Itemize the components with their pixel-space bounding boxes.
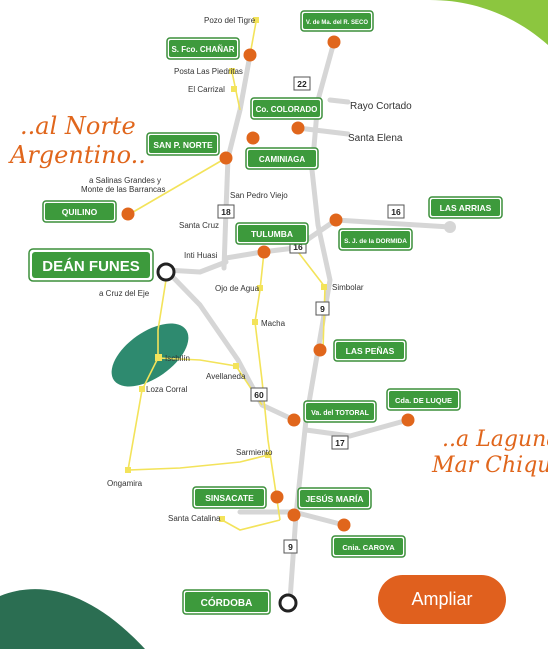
label-salinas-line2: Monte de las Barrancas	[81, 185, 166, 194]
sign-tulumba[interactable]: TULUMBA	[235, 222, 309, 245]
label-a-cruz-del-eje: a Cruz del Eje	[99, 289, 150, 298]
sign-co-colorado[interactable]: Co. COLORADO	[250, 97, 323, 120]
label-posta-las-piedritas: Posta Las Piedritas	[174, 67, 243, 76]
minor-place-markers	[125, 17, 327, 522]
svg-text:JESÚS MARÍA: JESÚS MARÍA	[305, 493, 363, 504]
route-9-south-shield: 9	[283, 539, 298, 554]
label-loza-corral: Loza Corral	[146, 385, 188, 394]
sign-las-arrias[interactable]: LAS ARRIAS	[428, 196, 503, 219]
svg-text:Va. del TOTORAL: Va. del TOTORAL	[311, 410, 369, 417]
ischilin-region	[111, 323, 189, 387]
sign-san-p-norte[interactable]: SAN P. NORTE	[146, 132, 220, 156]
svg-text:S. Fco. CHAÑAR: S. Fco. CHAÑAR	[171, 45, 234, 54]
town-markers	[121, 35, 415, 532]
svg-text:SAN P. NORTE: SAN P. NORTE	[153, 140, 213, 150]
sign-s-j-de-la-dormida[interactable]: S. J. de la DORMIDA	[338, 228, 413, 251]
label-sarmiento: Sarmiento	[236, 448, 273, 457]
svg-text:9: 9	[288, 542, 293, 552]
svg-text:TULUMBA: TULUMBA	[251, 229, 293, 239]
route-60-shield: 60	[250, 387, 268, 402]
label-pozo-del-tigre: Pozo del Tigre	[204, 16, 256, 25]
route-16-east-shield: 16	[387, 204, 405, 219]
sign-v-de-ma-del-r-seco[interactable]: V. de Ma. del R. SECO	[300, 10, 374, 32]
svg-text:LAS PEÑAS: LAS PEÑAS	[346, 346, 395, 356]
svg-text:18: 18	[221, 207, 231, 217]
sign-sinsacate[interactable]: SINSACATE	[192, 486, 267, 509]
label-santa-catalina: Santa Catalina	[168, 514, 221, 523]
svg-text:QUILINO: QUILINO	[62, 207, 98, 217]
caption-laguna-line2: Mar Chiquita	[431, 453, 548, 478]
svg-text:22: 22	[297, 79, 307, 89]
label-inti-huasi: Inti Huasi	[184, 251, 218, 260]
label-el-carrizal: El Carrizal	[188, 85, 225, 94]
label-macha: Macha	[261, 319, 286, 328]
label-san-pedro-viejo: San Pedro Viejo	[230, 191, 288, 200]
svg-text:V. de Ma. del R. SECO: V. de Ma. del R. SECO	[306, 20, 368, 26]
label-ischilin: Ischilín	[165, 354, 190, 363]
label-avellaneda: Avellaneda	[206, 372, 246, 381]
sign-cnia-caroya[interactable]: Cnia. CAROYA	[331, 535, 406, 558]
svg-text:9: 9	[320, 304, 325, 314]
svg-text:SINSACATE: SINSACATE	[205, 493, 254, 503]
svg-text:Cnia. CAROYA: Cnia. CAROYA	[342, 543, 395, 552]
sign-s-fco-chanar[interactable]: S. Fco. CHAÑAR	[166, 37, 240, 60]
label-rayo-cortado: Rayo Cortado	[350, 101, 412, 112]
svg-text:17: 17	[335, 438, 345, 448]
caption-north-line1: ..al Norte	[20, 112, 136, 140]
svg-text:CAMINIAGA: CAMINIAGA	[259, 155, 305, 164]
label-ongamira: Ongamira	[107, 479, 143, 488]
route-9-north-shield: 9	[315, 301, 330, 316]
label-ojo-de-agua: Ojo de Agua	[215, 284, 260, 293]
dean-funes-hub-marker	[156, 262, 176, 282]
sign-las-penas[interactable]: LAS PEÑAS	[333, 339, 407, 362]
sign-cda-de-luque[interactable]: Cda. DE LUQUE	[386, 388, 461, 411]
svg-text:Co. COLORADO: Co. COLORADO	[256, 105, 318, 114]
sign-jesus-maria[interactable]: JESÚS MARÍA	[297, 487, 372, 510]
caption-laguna-line1: ..a Laguna	[442, 427, 548, 452]
route-17-shield: 17	[331, 435, 349, 450]
corner-decoration-bottom-left	[0, 589, 145, 649]
sign-caminiaga[interactable]: CAMINIAGA	[245, 147, 319, 170]
ampliar-button[interactable]: Ampliar	[378, 575, 506, 624]
label-salinas-line1: a Salinas Grandes y	[89, 176, 161, 185]
svg-text:16: 16	[391, 207, 401, 217]
svg-text:16: 16	[293, 242, 303, 252]
svg-text:CÓRDOBA: CÓRDOBA	[201, 596, 253, 609]
corner-decoration-top-right	[430, 0, 548, 45]
cordoba-hub-marker	[278, 593, 298, 613]
sign-dean-funes[interactable]: DEÁN FUNES	[28, 248, 154, 282]
label-santa-cruz: Santa Cruz	[179, 221, 219, 230]
route-18-shield: 18	[217, 204, 235, 219]
label-santa-elena: Santa Elena	[348, 133, 403, 144]
sign-cordoba[interactable]: CÓRDOBA	[182, 589, 271, 615]
svg-text:Cda. DE LUQUE: Cda. DE LUQUE	[395, 396, 452, 405]
sign-quilino[interactable]: QUILINO	[42, 200, 117, 223]
svg-text:DEÁN FUNES: DEÁN FUNES	[42, 258, 140, 275]
label-simbolar: Simbolar	[332, 283, 364, 292]
svg-text:LAS ARRIAS: LAS ARRIAS	[440, 203, 492, 213]
svg-text:S. J. de la DORMIDA: S. J. de la DORMIDA	[344, 238, 407, 245]
sign-va-del-totoral[interactable]: Va. del TOTORAL	[303, 400, 377, 423]
route-22-shield: 22	[293, 76, 311, 91]
caption-north-line2: Argentino..	[8, 141, 146, 169]
svg-text:60: 60	[254, 390, 264, 400]
las-arrias-end-marker	[444, 221, 456, 233]
